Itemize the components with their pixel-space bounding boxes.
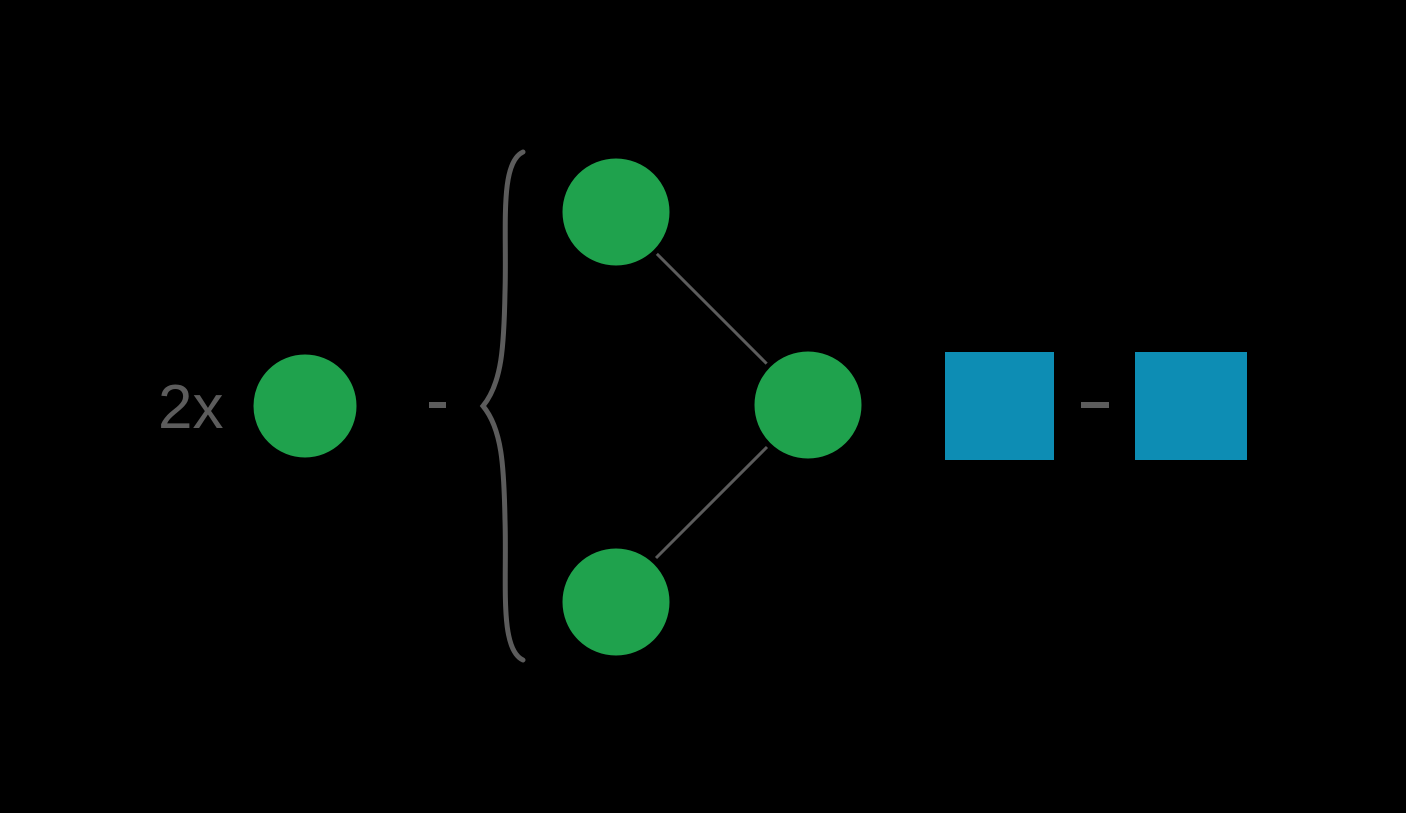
left-connector-dash: [429, 402, 446, 408]
edge-middle-to-bottom: [654, 445, 769, 560]
subgraph-node-bottom: [557, 543, 675, 661]
block-square-right: [1131, 348, 1251, 464]
multiplier-label: 2x: [158, 373, 223, 442]
block-square-left: [941, 348, 1058, 464]
squares-connector-dash: [1081, 402, 1109, 408]
subgraph-node-middle: [749, 346, 867, 464]
subgraph-node-top: [557, 153, 675, 271]
edge-top-to-middle: [654, 251, 769, 366]
template-node: [248, 349, 362, 463]
curly-brace-icon: [479, 149, 526, 663]
